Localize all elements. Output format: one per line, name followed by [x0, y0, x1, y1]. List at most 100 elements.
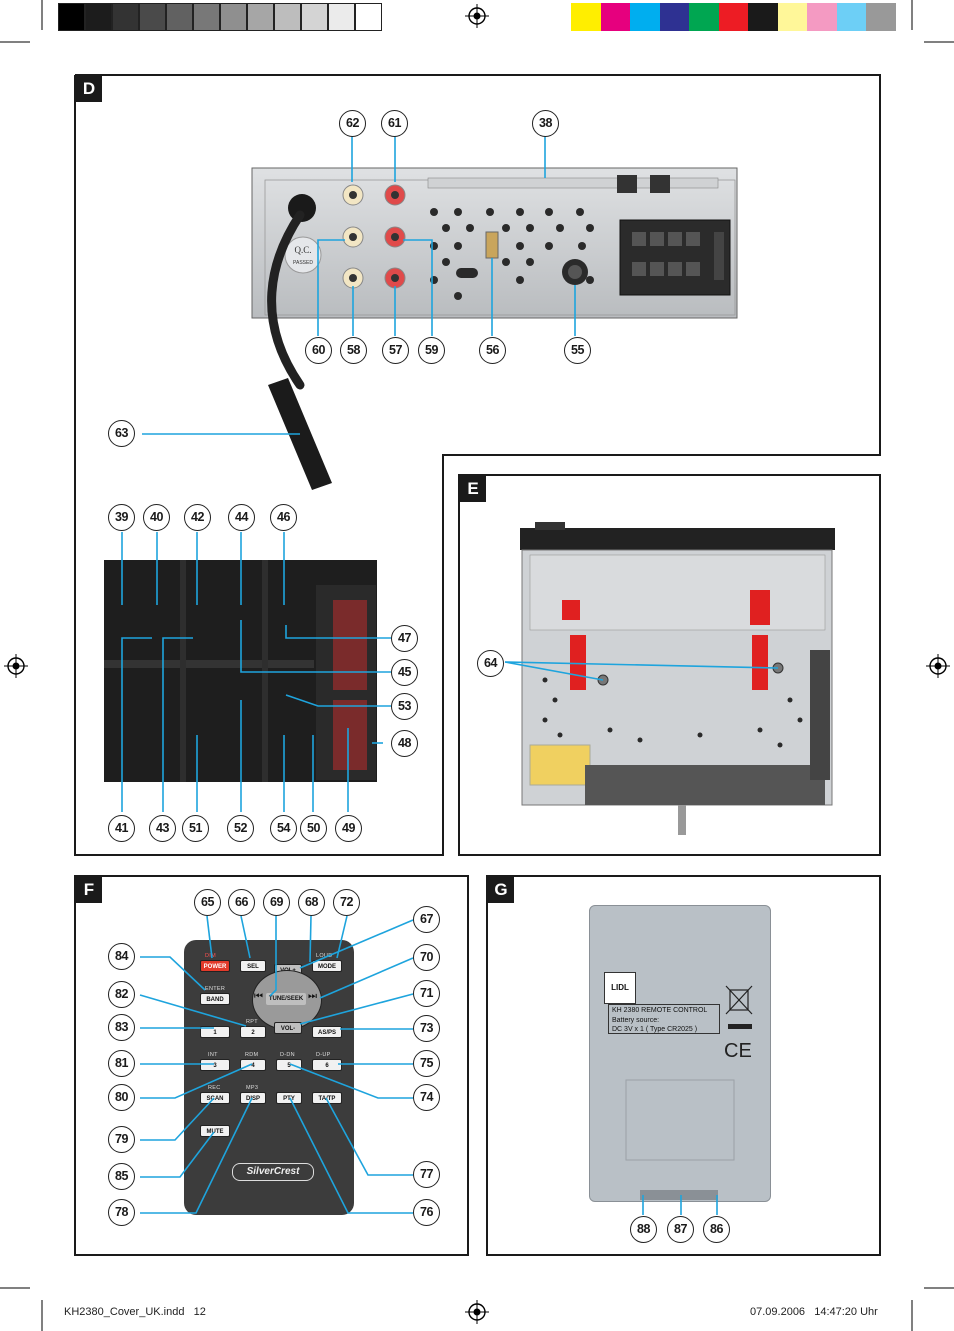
- color-swatch: [748, 3, 778, 31]
- remote-label: DIM: [205, 953, 216, 959]
- callout: 75: [413, 1050, 440, 1077]
- remote-label: RDM: [245, 1052, 259, 1058]
- callout: 60: [305, 337, 332, 364]
- callout: 86: [703, 1216, 730, 1243]
- remote-button-tune-seek[interactable]: TUNE/SEEK: [266, 993, 306, 1005]
- callout: 71: [413, 980, 440, 1007]
- remote-button-1[interactable]: 1: [200, 1026, 230, 1038]
- callout: 87: [667, 1216, 694, 1243]
- remote-label: ENTER: [205, 986, 226, 992]
- remote-label: LOUD: [316, 953, 333, 959]
- callout: 55: [564, 337, 591, 364]
- gray-swatch: [193, 3, 220, 31]
- gray-swatch: [112, 3, 139, 31]
- gray-swatch: [274, 3, 301, 31]
- footer-timestamp: 07.09.2006 14:47:20 Uhr: [750, 1306, 878, 1318]
- callout: 51: [182, 815, 209, 842]
- remote-label-sticker: KH 2380 REMOTE CONTROL Battery source: D…: [608, 1004, 720, 1034]
- color-swatch: [689, 3, 719, 31]
- seek-back-icon[interactable]: ⏮: [254, 991, 263, 1002]
- callout: 64: [477, 650, 504, 677]
- callout: 47: [391, 625, 418, 652]
- remote-label: D-DN: [280, 1052, 295, 1058]
- callout: 61: [381, 110, 408, 137]
- gray-swatch: [85, 3, 112, 31]
- svg-text:Q.C.: Q.C.: [294, 245, 311, 255]
- registration-mark-icon: [465, 4, 489, 28]
- panel-d-tag: D: [76, 76, 102, 102]
- color-swatch: [718, 3, 748, 31]
- remote-button-mode[interactable]: MODE: [312, 960, 342, 972]
- callout: 81: [108, 1050, 135, 1077]
- callout: 42: [184, 504, 211, 531]
- remote-button-band[interactable]: BAND: [200, 993, 230, 1005]
- remote-button-scan[interactable]: SCAN: [200, 1092, 230, 1104]
- callout: 49: [335, 815, 362, 842]
- remote-button-2[interactable]: 2: [240, 1026, 266, 1038]
- remote-label: D-UP: [316, 1052, 331, 1058]
- callout: 53: [391, 693, 418, 720]
- callout: 50: [300, 815, 327, 842]
- footer-file-name: KH2380_Cover_UK.indd 12: [64, 1306, 206, 1318]
- remote-button-disp[interactable]: DISP: [240, 1092, 266, 1104]
- registration-mark-icon: [4, 654, 28, 678]
- color-swatch: [836, 3, 866, 31]
- color-swatch: [630, 3, 660, 31]
- callout: 85: [108, 1163, 135, 1190]
- callout: 70: [413, 944, 440, 971]
- label-line: KH 2380 REMOTE CONTROL: [612, 1007, 708, 1014]
- remote-button-power[interactable]: POWER: [200, 960, 230, 972]
- callout: 65: [194, 889, 221, 916]
- callout: 68: [298, 889, 325, 916]
- panel-e-tag: E: [460, 476, 486, 502]
- callout: 69: [263, 889, 290, 916]
- callout: 40: [143, 504, 170, 531]
- callout: 41: [108, 815, 135, 842]
- callout: 56: [479, 337, 506, 364]
- remote-button-as-ps[interactable]: AS/PS: [312, 1026, 342, 1038]
- label-line: DC 3V x 1 ( Type CR2025 ): [612, 1026, 698, 1033]
- callout: 72: [333, 889, 360, 916]
- callout: 63: [108, 420, 135, 447]
- callout: 52: [227, 815, 254, 842]
- remote-label: REC: [208, 1085, 221, 1091]
- gray-swatch: [166, 3, 193, 31]
- callout: 54: [270, 815, 297, 842]
- callout: 82: [108, 981, 135, 1008]
- callout: 38: [532, 110, 559, 137]
- callout: 45: [391, 659, 418, 686]
- gray-swatch: [220, 3, 247, 31]
- remote-button-sel[interactable]: SEL: [240, 960, 266, 972]
- remote-button-6[interactable]: 6: [312, 1059, 342, 1071]
- remote-button-4[interactable]: 4: [240, 1059, 266, 1071]
- panel-g-tag: G: [488, 877, 514, 903]
- remote-label: MP3: [246, 1085, 259, 1091]
- callout: 57: [382, 337, 409, 364]
- callout: 77: [413, 1161, 440, 1188]
- callout: 78: [108, 1199, 135, 1226]
- remote-button-5[interactable]: 5: [276, 1059, 302, 1071]
- callout: 43: [149, 815, 176, 842]
- registration-mark-icon: [465, 1300, 489, 1324]
- callout: 44: [228, 504, 255, 531]
- remote-back-illustration: [589, 905, 771, 1202]
- svg-text:PASSED: PASSED: [293, 260, 313, 266]
- color-swatch: [866, 3, 896, 31]
- seek-forward-icon[interactable]: ⏭: [308, 991, 317, 1002]
- panel-f-tag: F: [76, 877, 102, 903]
- ce-mark: CE: [724, 1040, 752, 1062]
- gray-swatch: [247, 3, 274, 31]
- remote-label: INT: [208, 1052, 218, 1058]
- gray-swatch: [355, 3, 382, 31]
- remote-button-vol-down[interactable]: VOL-: [274, 1022, 302, 1034]
- label-line: Battery source:: [612, 1016, 660, 1024]
- callout: 67: [413, 906, 440, 933]
- remote-button-pty[interactable]: PTY: [276, 1092, 302, 1104]
- callout: 48: [391, 730, 418, 757]
- callout: 39: [108, 504, 135, 531]
- remote-button-mute[interactable]: MUTE: [200, 1125, 230, 1137]
- remote-button-3[interactable]: 3: [200, 1059, 230, 1071]
